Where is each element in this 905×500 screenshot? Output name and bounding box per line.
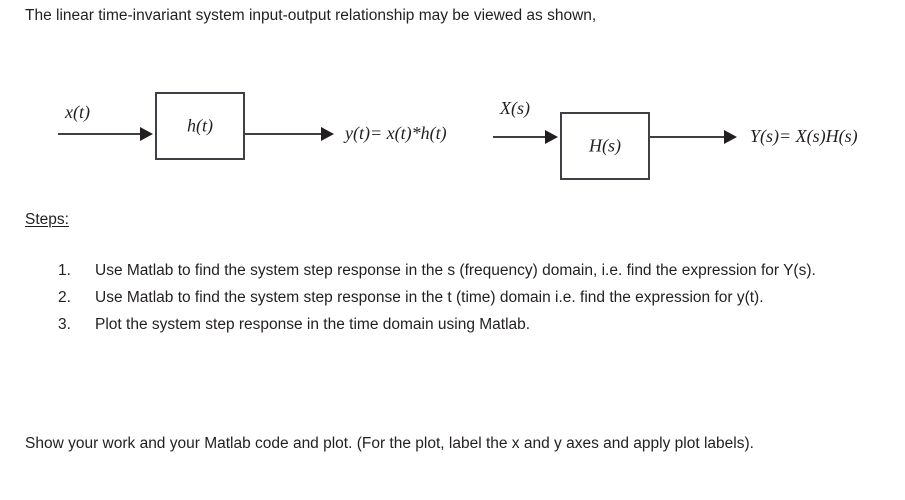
- list-item: 2. Use Matlab to find the system step re…: [25, 285, 880, 310]
- wire-output-time-domain: [245, 133, 323, 135]
- list-item-number: 1.: [58, 262, 71, 279]
- system-block-h-of-s: H(s): [560, 112, 650, 180]
- system-block-h-of-s-label: H(s): [589, 135, 621, 156]
- arrow-head-output-s-domain: [724, 130, 737, 144]
- system-block-h-of-t-label: h(t): [187, 115, 213, 136]
- signal-label-x-of-t: x(t): [65, 102, 90, 122]
- arrow-head-output-time-domain: [321, 127, 334, 141]
- list-item: 3. Plot the system step response in the …: [25, 312, 880, 337]
- wire-input-time-domain: [58, 133, 142, 135]
- intro-paragraph: The linear time-invariant system input-o…: [25, 7, 597, 24]
- list-item-text: Use Matlab to find the system step respo…: [95, 262, 816, 279]
- wire-input-s-domain: [493, 136, 547, 138]
- steps-heading: Steps:: [25, 211, 69, 228]
- list-item-text: Use Matlab to find the system step respo…: [95, 289, 764, 306]
- steps-list: 1. Use Matlab to find the system step re…: [25, 258, 880, 339]
- block-diagram: x(t) h(t) y(t)= x(t)*h(t) X(s) H(s) Y(s)…: [0, 78, 905, 193]
- signal-label-x-of-s: X(s): [500, 98, 530, 118]
- list-item-number: 2.: [58, 289, 71, 306]
- closing-paragraph: Show your work and your Matlab code and …: [25, 435, 754, 452]
- list-item-text: Plot the system step response in the tim…: [95, 316, 531, 333]
- list-item: 1. Use Matlab to find the system step re…: [25, 258, 880, 283]
- list-item-number: 3.: [58, 316, 71, 333]
- arrow-head-input-time-domain: [140, 127, 153, 141]
- wire-output-s-domain: [650, 136, 726, 138]
- equation-y-of-t: y(t)= x(t)*h(t): [345, 123, 447, 143]
- equation-y-of-s: Y(s)= X(s)H(s): [750, 126, 858, 146]
- system-block-h-of-t: h(t): [155, 92, 245, 160]
- arrow-head-input-s-domain: [545, 130, 558, 144]
